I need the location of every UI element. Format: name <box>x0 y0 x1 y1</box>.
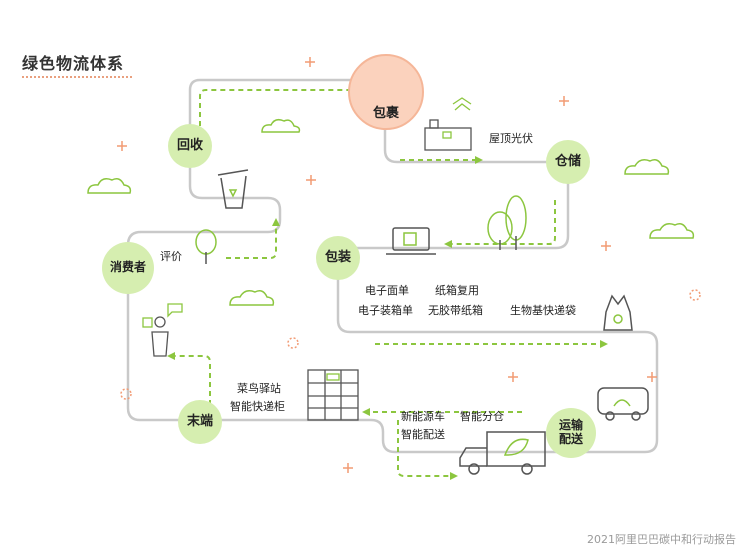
label-tapeless-box: 无胶带纸箱 <box>428 304 483 317</box>
recycle-bin-icon <box>217 169 249 209</box>
arrowhead <box>450 472 458 480</box>
label-smart-locker: 智能快递柜 <box>230 400 285 413</box>
label-new-energy-vehicle: 新能源车 <box>401 410 445 423</box>
cloud-icon <box>624 159 670 175</box>
label-e-waybill: 电子面单 <box>365 284 409 297</box>
sparkle-icon <box>601 241 611 251</box>
node-package: 包裹 <box>348 54 424 130</box>
flow-arrow-7 <box>175 355 211 405</box>
solar-factory-icon <box>424 97 472 151</box>
biodegradable-bag-icon <box>603 294 633 331</box>
tree-icon <box>195 229 217 264</box>
laptop-icon <box>386 227 436 255</box>
cloud-icon <box>649 223 695 239</box>
arrowhead <box>600 340 608 348</box>
label-box-reuse: 纸箱复用 <box>435 284 479 297</box>
locker-icon <box>307 369 359 421</box>
node-transport-label-1: 运输 <box>558 418 583 433</box>
sparkle-icon <box>508 372 518 382</box>
node-packaging: 包装 <box>316 236 360 280</box>
sparkle-icon <box>647 372 657 382</box>
label-cainiao-station: 菜鸟驿站 <box>237 382 281 395</box>
ev-truck-icon <box>597 387 649 421</box>
node-recycle-label: 回收 <box>176 137 203 153</box>
arrowhead <box>475 156 483 164</box>
label-smart-sorting: 智能分仓 <box>460 410 504 423</box>
sparkle-icon <box>305 57 315 67</box>
flow-arrow-1 <box>199 89 350 135</box>
cloud-icon <box>229 290 275 306</box>
sparkle-icon <box>120 388 132 400</box>
tree-icon <box>487 195 527 250</box>
page-title: 绿色物流体系 <box>22 54 125 73</box>
sparkle-icon <box>559 96 569 106</box>
sparkle-icon <box>306 175 316 185</box>
arrowhead <box>167 352 175 360</box>
node-warehouse: 仓储 <box>546 140 590 184</box>
flow-arrow-3 <box>452 200 556 245</box>
flow-arrow-8 <box>226 226 277 259</box>
arrowhead <box>272 218 280 226</box>
arrowhead <box>444 240 452 248</box>
sparkle-icon <box>287 337 299 349</box>
cloud-icon <box>87 178 132 194</box>
delivery-truck-icon <box>459 431 546 475</box>
sparkle-icon <box>689 289 701 301</box>
flow-arrow-6 <box>397 420 450 477</box>
footer-source: 2021阿里巴巴碳中和行动报告 <box>587 533 736 546</box>
node-transport-label-2: 配送 <box>558 432 583 446</box>
node-consumer-label: 消费者 <box>109 260 146 275</box>
label-rooftop-solar: 屋顶光伏 <box>489 132 533 145</box>
node-packaging-label: 包装 <box>324 249 351 265</box>
title-underline <box>22 76 132 78</box>
node-consumer: 消费者 <box>102 242 154 294</box>
recycle-route <box>126 78 365 255</box>
label-e-packing-list: 电子装箱单 <box>358 304 413 317</box>
arrowhead <box>362 408 370 416</box>
node-last-mile: 末端 <box>178 400 222 444</box>
sparkle-icon <box>343 463 353 473</box>
label-smart-delivery: 智能配送 <box>401 428 445 441</box>
node-transport: 运输 配送 <box>546 408 596 458</box>
sparkle-icon <box>117 141 127 151</box>
label-review: 评价 <box>160 250 182 263</box>
node-last-mile-label: 末端 <box>186 413 213 429</box>
node-package-label: 包裹 <box>372 105 399 121</box>
cloud-icon <box>261 118 301 133</box>
person-icon <box>142 303 183 357</box>
label-bio-bag: 生物基快递袋 <box>510 304 576 317</box>
node-recycle: 回收 <box>168 124 212 168</box>
node-warehouse-label: 仓储 <box>554 153 581 169</box>
